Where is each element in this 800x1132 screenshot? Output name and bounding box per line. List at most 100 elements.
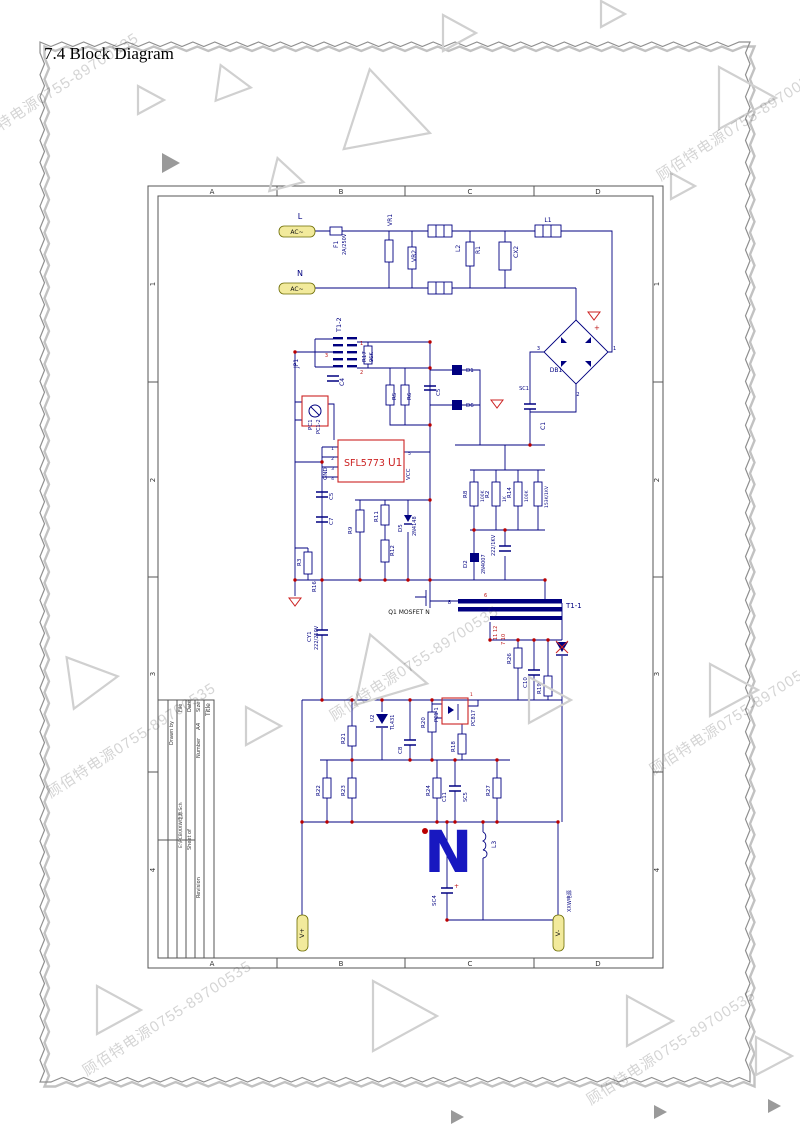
label-pc817: PC817 [471, 710, 477, 726]
titleblock-date-label: Date [187, 700, 193, 712]
terminal-ac-l [278, 225, 316, 238]
resistor-r20 [427, 711, 437, 733]
label-pc1-2: PC1-2 [316, 419, 322, 434]
label-r14: R14 [507, 487, 513, 498]
label-l3: L3 [491, 841, 498, 848]
label-sc1: SC1 [519, 386, 529, 392]
bridge-diode-icon [585, 337, 591, 343]
label-pc1-1: PC1-1 [434, 707, 440, 722]
cap-c7 [316, 516, 328, 523]
titleblock-revision-label: Revision [196, 877, 202, 898]
label-r26: R26 [507, 653, 513, 664]
label-d5v: 2N4148 [412, 516, 418, 536]
section-title: 7.4 Block Diagram [44, 44, 174, 63]
bridge-diode-icon [585, 361, 591, 367]
resistor-r19 [543, 675, 553, 697]
junction-dot-large [422, 828, 428, 834]
frame-row-3-right: 3 [653, 672, 661, 676]
diode-d1 [452, 365, 462, 375]
bridge-db1 [543, 319, 609, 385]
label-r8v: 100K [480, 489, 486, 502]
big-n-mark: N [424, 818, 473, 886]
circuit: N L AC~ N AC~ F1 2A/250V VR1 VR2 L2 R1 C… [278, 212, 616, 952]
label-d6a: D6 [466, 403, 474, 409]
label-line-n: N [297, 269, 303, 278]
fuse-f1 [329, 226, 343, 236]
label-c5b: C5 [329, 492, 335, 500]
label-t12-pin3: 3 [325, 353, 328, 359]
choke-l2-bottom [427, 281, 453, 295]
label-d5: D5 [398, 524, 404, 532]
titleblock-size-label: Size [196, 702, 202, 712]
label-r20: R20 [421, 717, 427, 728]
resistor-r21 [347, 725, 357, 747]
cap-222-1kv [499, 545, 511, 552]
frame-row-2-left: 2 [149, 478, 157, 482]
label-r17v: 96K [369, 352, 375, 362]
tl431-shunt [376, 714, 388, 724]
resistor-r24 [432, 777, 442, 799]
label-d2: D2 [463, 560, 469, 568]
control-stage [301, 337, 543, 636]
bridge-diode-icon [561, 337, 567, 343]
frame-col-b-bottom: B [339, 960, 344, 968]
label-t12-pin2: 2 [360, 370, 363, 376]
label-d2v: 2N4007 [481, 554, 487, 574]
titleblock-title-label: Title [205, 703, 212, 717]
resistor-r5 [385, 384, 395, 406]
cap-c5 [424, 385, 436, 391]
label-r9: R9 [348, 526, 354, 534]
resistor-r8 [469, 481, 479, 507]
resistor-r11 [380, 504, 390, 526]
cap-sc5 [449, 785, 461, 792]
output-stage [322, 599, 569, 894]
label-cx2: CX2 [513, 246, 520, 258]
label-c4: C4 [339, 378, 346, 386]
title-block: Title Size A4 Number Revision Date Sheet… [157, 699, 215, 959]
label-t12-pin1: 1 [360, 341, 363, 347]
label-u1-pin5: 5 [408, 451, 411, 457]
label-db-pin3: 3 [537, 346, 540, 352]
frame-row-1-left: 1 [149, 282, 157, 286]
diode-d6 [452, 400, 462, 410]
label-c6: 222/1KV [491, 534, 497, 556]
label-r22: R22 [316, 785, 322, 796]
label-vminus: V- [554, 929, 562, 936]
frame-row-1-right: 1 [653, 282, 661, 286]
label-r14v: 100K [524, 489, 530, 502]
label-c11: C11 [442, 792, 448, 802]
label-vr1: VR1 [387, 214, 394, 226]
frame-col-b-top: B [339, 188, 344, 196]
varistor-vr1 [384, 239, 394, 263]
label-c1: C1 [540, 422, 547, 430]
label-f1: F1 [333, 241, 340, 248]
label-c10: C10 [523, 677, 529, 688]
diode-d5 [404, 515, 412, 522]
label-pc1: PC1 [308, 419, 314, 430]
label-sc5: SC5 [463, 792, 469, 802]
resistor-r2 [491, 481, 501, 507]
label-f1v: 2A/250V [342, 233, 348, 255]
label-pc817-pin1: 1 [470, 692, 473, 698]
label-vcc: VCC [406, 468, 412, 480]
choke-l2-top [427, 224, 453, 238]
frame-row-2-right: 2 [653, 478, 661, 482]
resistor-r14 [513, 481, 523, 507]
label-u1-part: SFL5773 [344, 458, 385, 469]
label-cy1v: 222/250V [314, 625, 320, 650]
cap-cy1 [316, 629, 328, 636]
transformer-t1-2 [333, 337, 357, 368]
torn-border-line [39, 41, 751, 1083]
terminals [278, 225, 565, 952]
resistor-r9 [355, 509, 365, 533]
resistor-r12 [380, 539, 390, 563]
label-plus2: + [454, 883, 459, 890]
label-ac1: AC~ [290, 229, 303, 236]
label-r6: R6 [407, 392, 413, 400]
diode-d2 [470, 553, 479, 562]
resistor-r22 [322, 777, 332, 799]
ground-symbols [288, 311, 601, 607]
label-t11-pins-a: 11 12 [493, 626, 499, 640]
